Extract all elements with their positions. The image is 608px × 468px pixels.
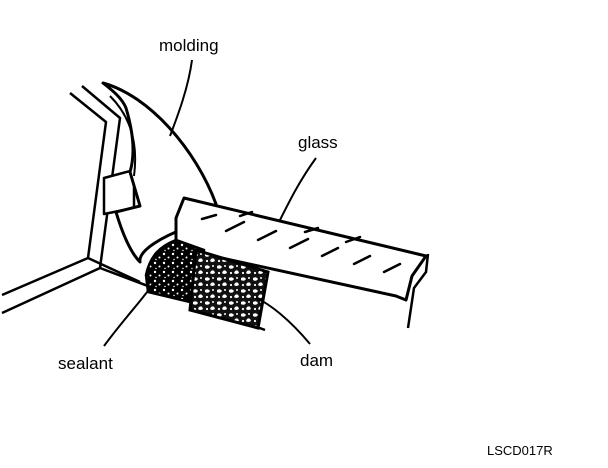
glass-label: glass	[298, 133, 338, 152]
dam-block	[188, 248, 270, 330]
dam-label: dam	[300, 351, 334, 370]
sealant-leader	[103, 281, 155, 347]
molding-label: molding	[159, 36, 219, 55]
figure-code: LSCD017R	[487, 443, 553, 458]
molding-leader	[169, 59, 193, 137]
glass-leader	[279, 157, 317, 221]
sealant-label: sealant	[58, 354, 113, 373]
dam-leader	[255, 297, 311, 345]
leader-lines	[103, 59, 317, 347]
